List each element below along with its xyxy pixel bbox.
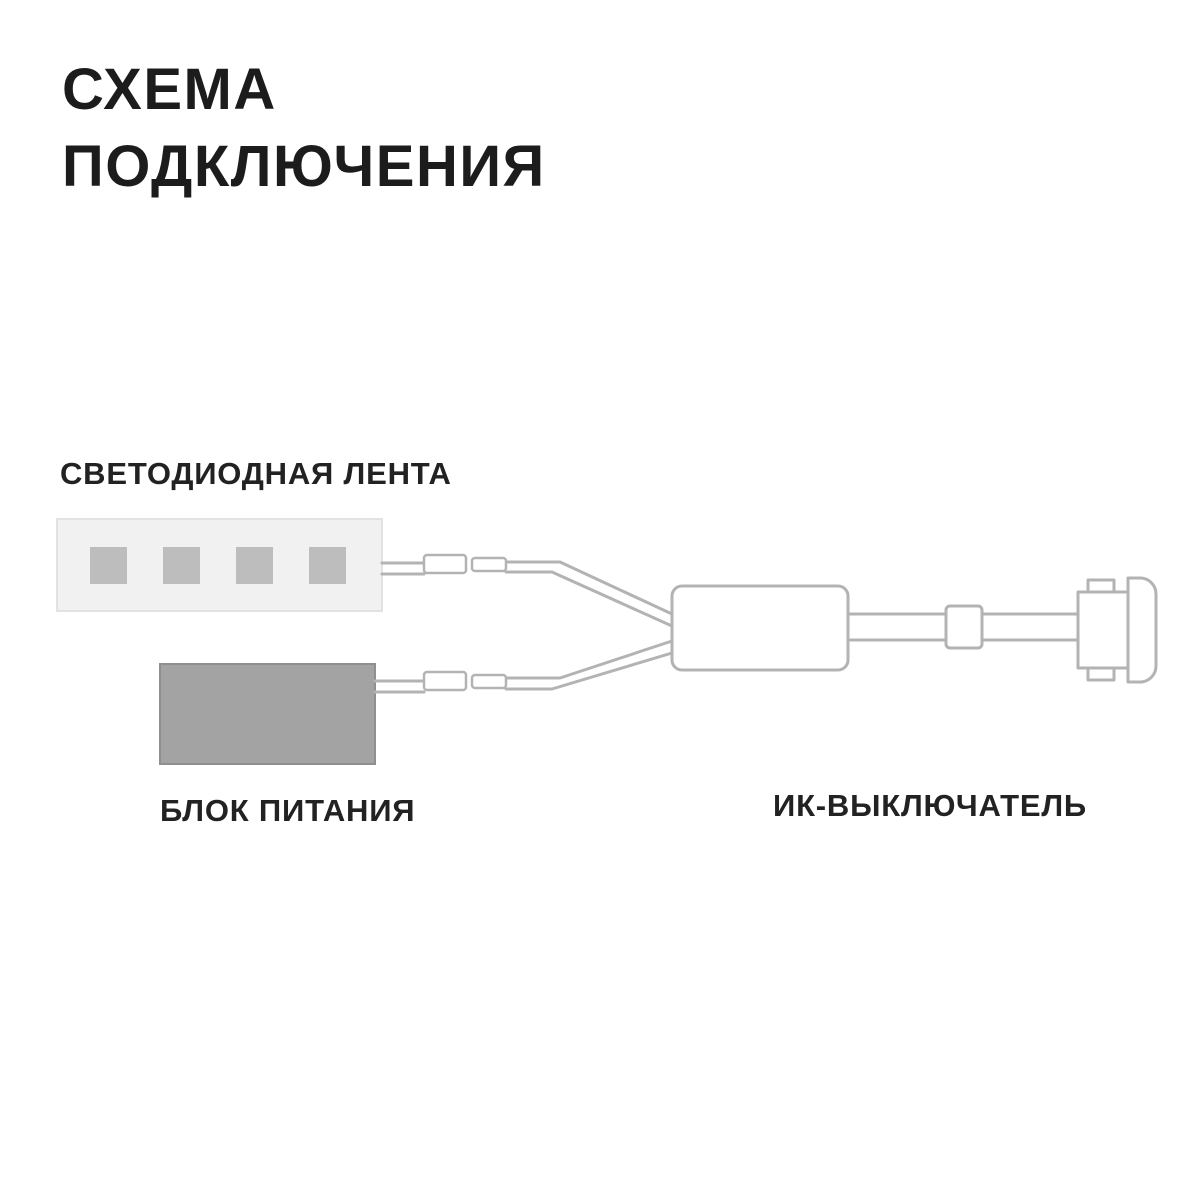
led-chip-icon [90, 547, 127, 584]
led-to-controller-cable [380, 560, 674, 628]
ir-switch-graphic [1076, 576, 1158, 684]
led-strip-graphic [56, 518, 383, 612]
psu-plug-connector [422, 670, 508, 692]
led-plug-connector [422, 553, 508, 575]
power-supply-graphic [159, 663, 376, 765]
ir-switch-label: ИК-ВЫКЛЮЧАТЕЛЬ [773, 788, 1087, 823]
ferrite-bead-icon [944, 604, 984, 650]
controller-box-graphic [670, 584, 850, 672]
ir-switch-flange [1126, 576, 1158, 684]
power-supply-label: БЛОК ПИТАНИЯ [160, 793, 416, 828]
psu-to-controller-cable [373, 639, 674, 694]
ir-switch-body [1076, 590, 1130, 670]
page-title: СХЕМА ПОДКЛЮЧЕНИЯ [62, 52, 546, 205]
led-chip-icon [163, 547, 200, 584]
page-title-line1: СХЕМА [62, 57, 277, 122]
led-chip-icon [236, 547, 273, 584]
page-title-line2: ПОДКЛЮЧЕНИЯ [62, 133, 546, 199]
led-chip-icon [309, 547, 346, 584]
led-strip-label: СВЕТОДИОДНАЯ ЛЕНТА [60, 456, 452, 491]
